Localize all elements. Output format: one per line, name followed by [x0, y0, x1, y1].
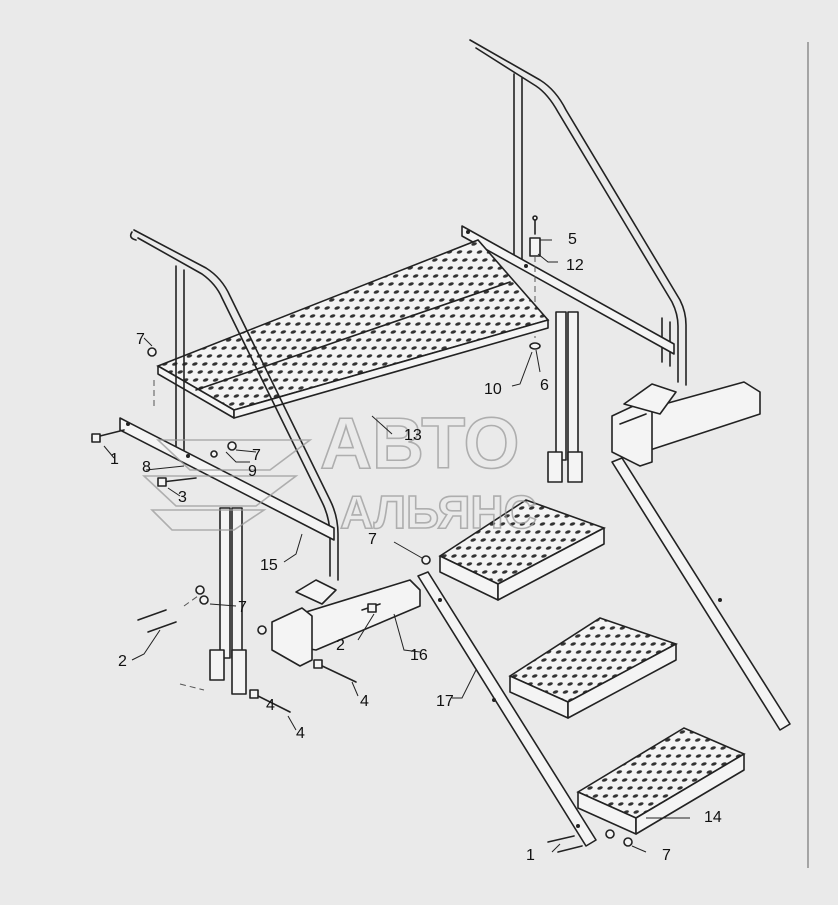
callout-10: 10: [484, 381, 502, 398]
watermark-line-2: АЛЬЯНС: [340, 486, 537, 538]
callout-15: 15: [260, 557, 278, 574]
callout-1: 1: [110, 451, 119, 468]
callout-2: 2: [336, 637, 345, 654]
step-lower: [576, 727, 746, 835]
callout-5: 5: [568, 231, 577, 248]
watermark-line-1: АВТО: [320, 404, 519, 484]
callout-4: 4: [296, 725, 305, 742]
callout-7: 7: [238, 599, 247, 616]
callout-7: 7: [662, 847, 671, 864]
callout-13: 13: [404, 427, 422, 444]
callout-6: 6: [540, 377, 549, 394]
callout-2: 2: [118, 653, 127, 670]
step-middle: [508, 617, 678, 719]
leader-lines: [103, 239, 690, 853]
bolt-2-left: [137, 609, 177, 633]
callout-7: 7: [252, 447, 261, 464]
watermark: АВТО АЛЬЯНС: [141, 403, 538, 539]
callout-4: 4: [360, 693, 369, 710]
front-side-beam: [119, 380, 335, 541]
bolt-3: [157, 477, 197, 487]
front-leg: [209, 507, 247, 695]
rear-bracket: [611, 381, 761, 467]
bolts: [91, 429, 583, 853]
bolt-4-b: [313, 659, 357, 683]
bolt-4-a: [249, 689, 291, 713]
callout-3: 3: [178, 489, 187, 506]
nuts: [147, 347, 633, 847]
callout-7: 7: [136, 331, 145, 348]
stair-stringer-rear: [611, 457, 791, 731]
callout-16: 16: [410, 647, 428, 664]
watermark-logo: [141, 439, 313, 531]
step-upper: [438, 499, 606, 601]
callout-9: 9: [248, 463, 257, 480]
callout-8: 8: [142, 459, 151, 476]
front-bracket: [271, 579, 421, 667]
callout-1: 1: [526, 847, 535, 864]
callout-12: 12: [566, 257, 584, 274]
bolt-1-left: [91, 429, 125, 443]
callout-14: 14: [704, 809, 722, 826]
upper-side-beam: [461, 225, 675, 355]
rear-leg: [547, 311, 583, 483]
stair-stringer-front: [417, 571, 597, 847]
callout-4: 4: [266, 697, 275, 714]
pin-and-bushing: [529, 215, 541, 350]
callout-17: 17: [436, 693, 454, 710]
bolt-2-right: [361, 603, 381, 613]
bolt-1-bottom: [547, 835, 583, 853]
callout-7: 7: [368, 531, 377, 548]
